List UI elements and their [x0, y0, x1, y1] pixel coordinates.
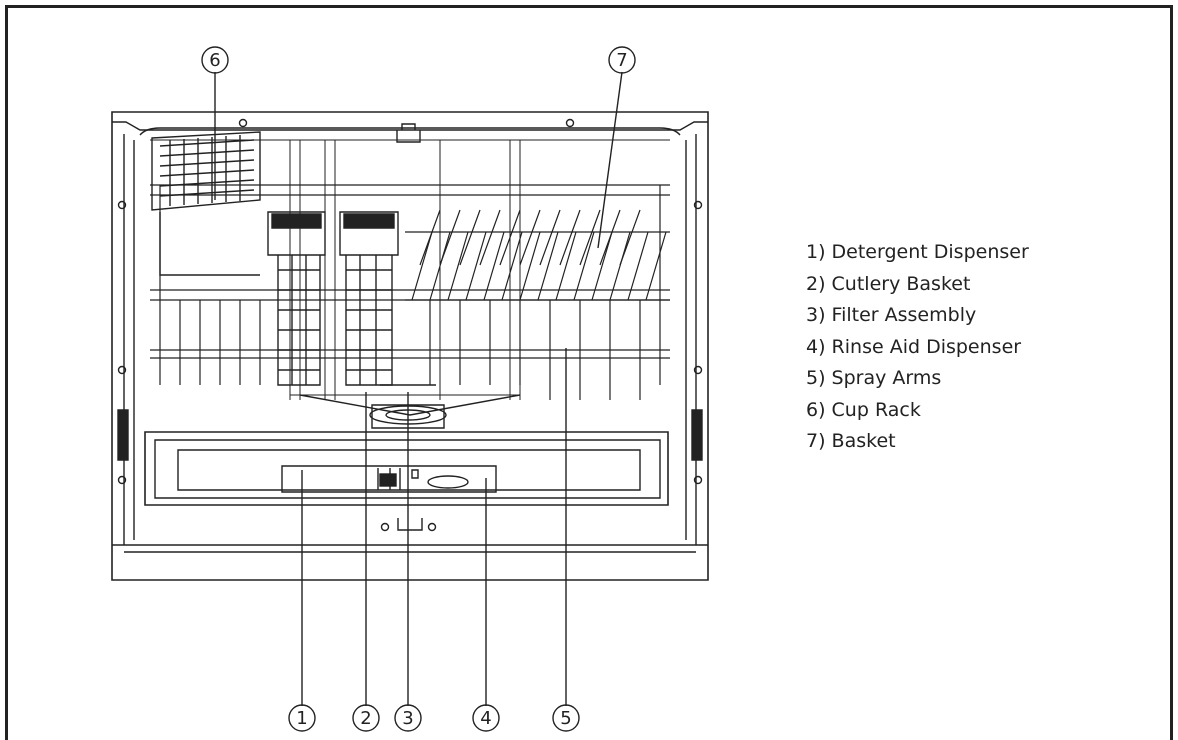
cup-rack	[151, 131, 261, 276]
callout-3: 3	[394, 704, 422, 732]
callout-5-label: 5	[560, 708, 571, 729]
leader-lines	[214, 71, 623, 706]
callout-1: 1	[288, 704, 316, 732]
tub-back-wall	[150, 139, 670, 400]
parts-legend: 1) Detergent Dispenser 2) Cutlery Basket…	[806, 242, 1029, 463]
callout-1-label: 1	[296, 708, 307, 729]
callout-2: 2	[352, 704, 380, 732]
callout-6: 6	[201, 46, 229, 74]
callout-2-label: 2	[360, 708, 371, 729]
callout-4: 4	[472, 704, 500, 732]
legend-item-detergent-dispenser: 1) Detergent Dispenser	[806, 241, 1029, 263]
callout-7-label: 7	[616, 50, 627, 71]
callout-7: 7	[608, 46, 636, 74]
figure-frame	[5, 5, 1173, 740]
callout-5: 5	[552, 704, 580, 732]
callout-3-label: 3	[402, 708, 413, 729]
callout-6-label: 6	[209, 50, 220, 71]
dishwasher-cabinet	[111, 111, 709, 581]
spray-arms-and-filter	[299, 384, 521, 429]
legend-item-spray-arms: 5) Spray Arms	[806, 367, 942, 389]
basket-rack	[150, 184, 670, 400]
door-panel	[144, 431, 669, 506]
legend-item-rinse-aid-dispenser: 4) Rinse Aid Dispenser	[806, 335, 1022, 358]
cutlery-basket	[267, 211, 399, 386]
legend-item-basket: 7) Basket	[806, 430, 896, 452]
legend-item-cutlery-basket: 2) Cutlery Basket	[806, 272, 971, 295]
callout-4-label: 4	[480, 708, 491, 729]
legend-item-cup-rack: 6) Cup Rack	[806, 398, 921, 421]
legend-item-filter-assembly: 3) Filter Assembly	[806, 304, 977, 326]
